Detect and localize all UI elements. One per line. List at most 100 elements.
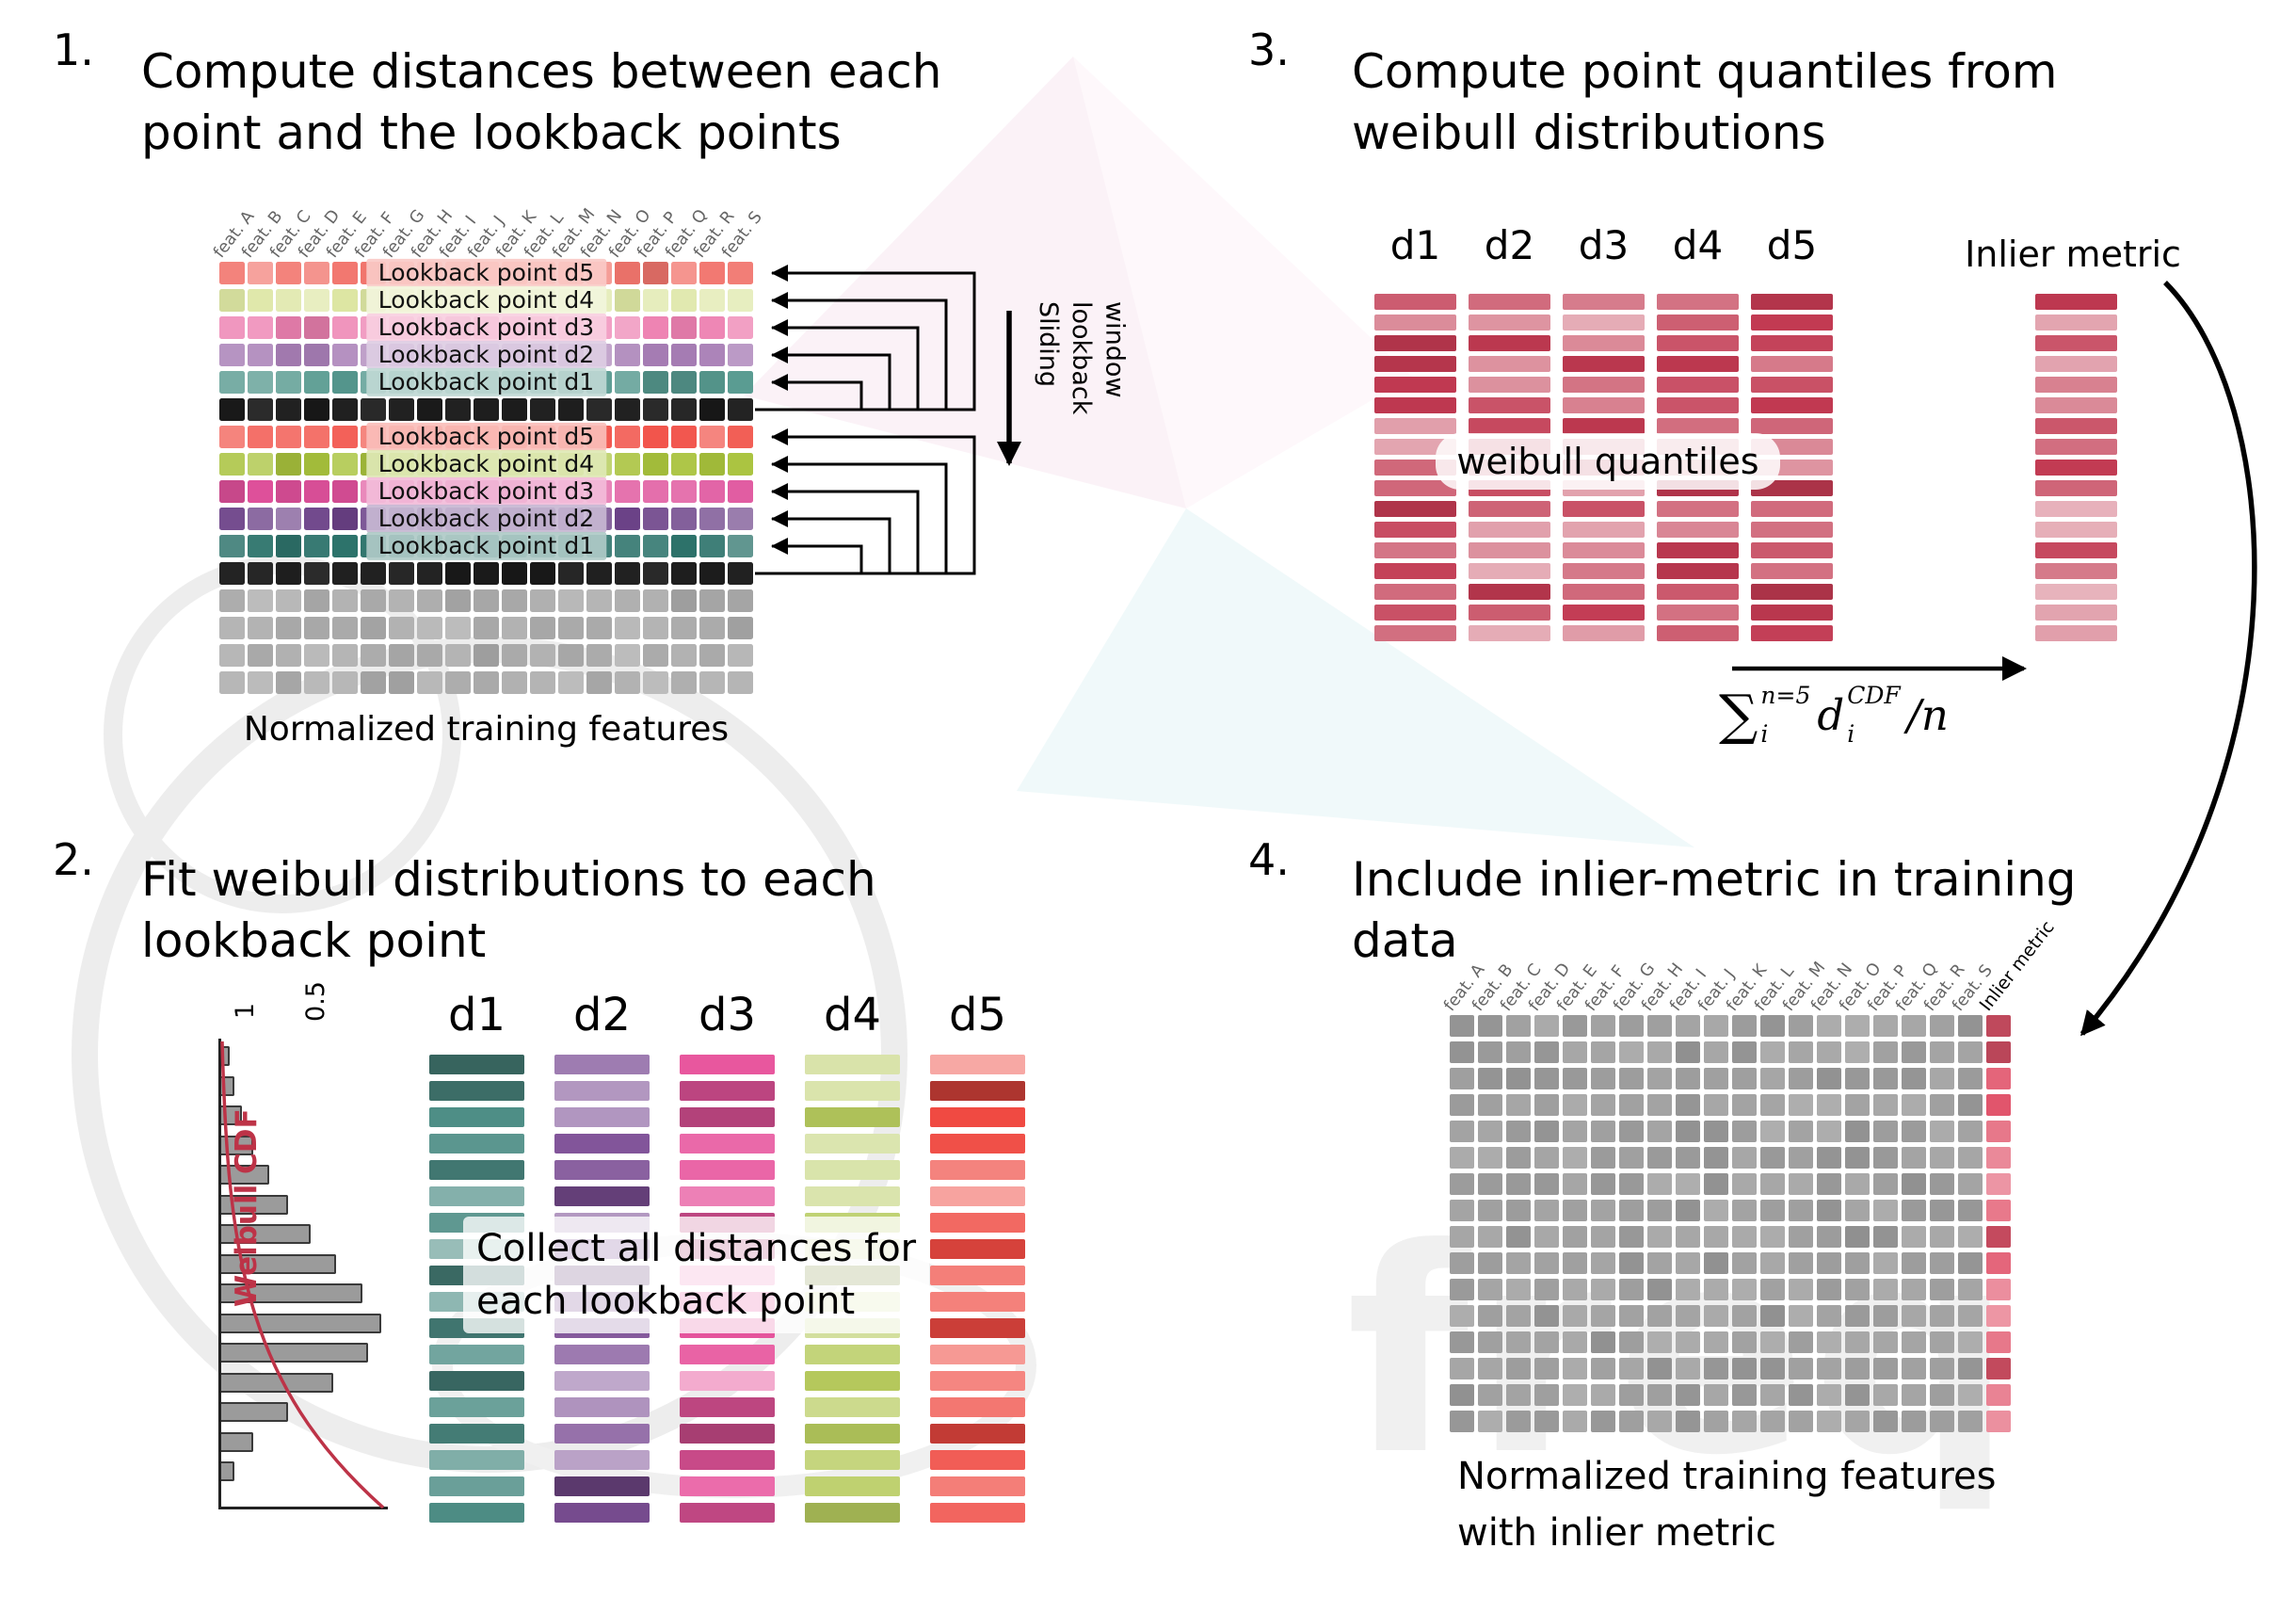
feature-cell [671,316,697,339]
feature-cell [671,535,697,557]
distance-bar [930,1397,1025,1417]
distance-bar [680,1160,775,1180]
training-cell [1760,1068,1785,1089]
feature-cell [728,344,753,366]
training-cell [1732,1200,1757,1221]
training-cell [1817,1173,1841,1195]
training-cell [1619,1384,1644,1406]
feature-cell [219,644,245,667]
feature-row: Lookback point d3 [219,476,753,507]
distance-bar [554,1160,650,1180]
training-cell [1704,1331,1728,1353]
quantile-bar [1657,542,1739,558]
feature-cell [276,480,301,503]
training-cell [1704,1411,1728,1432]
distance-bar [429,1476,524,1496]
feature-cell [728,371,753,394]
feature-cell [361,617,386,639]
distance-bar [680,1055,775,1074]
training-cell [1676,1041,1700,1063]
feature-cell [219,289,245,312]
training-cell [1930,1252,1954,1274]
inlier-cell [1986,1331,2011,1353]
training-cell [1817,1041,1841,1063]
training-cell [1704,1252,1728,1274]
inlier-cell [1986,1384,2011,1406]
training-cell [1591,1358,1615,1379]
training-cell [1789,1411,1813,1432]
training-cell [1676,1411,1700,1432]
training-cell [1958,1411,1983,1432]
feature-cell [615,371,640,394]
quantile-bar [1374,480,1456,496]
training-cell [1591,1173,1615,1195]
panel4-training-grid [1450,1015,2011,1437]
quantile-bar [1657,397,1739,413]
training-cell [1563,1252,1587,1274]
feature-cell [530,398,555,421]
quantile-bar [1469,522,1550,538]
axis-tick-05: 0.5 [300,981,330,1022]
training-cell [1619,1252,1644,1274]
feature-cell [332,562,358,585]
quantile-bar [1374,522,1456,538]
quantile-bar [1563,605,1645,621]
training-cell [1676,1173,1700,1195]
feature-cell [586,562,612,585]
training-cell [1732,1015,1757,1037]
quantile-bar [1563,294,1645,310]
quantile-bar [1657,563,1739,579]
feature-cell [248,562,273,585]
sum-symbol: ∑ [1719,683,1758,747]
quantile-bar [1374,584,1456,600]
feature-cell [615,480,640,503]
feature-cell [276,344,301,366]
training-row [1450,1068,2011,1089]
quantile-bar [1563,356,1645,372]
quantile-bar [1374,439,1456,455]
feature-cell [728,617,753,639]
quantile-bar [1469,542,1550,558]
feature-cell [699,262,725,284]
training-cell [1450,1358,1474,1379]
training-cell [1704,1358,1728,1379]
feature-cell [643,426,668,448]
training-cell [1732,1121,1757,1142]
feature-cell [586,671,612,694]
histogram-bar [221,1075,234,1096]
inlier-bar [2035,460,2117,476]
feature-cell [728,644,753,667]
training-cell [1760,1094,1785,1116]
training-cell [1506,1041,1531,1063]
training-cell [1619,1279,1644,1300]
quantile-bar [1563,542,1645,558]
quantile-bar [1751,542,1833,558]
training-cell [1591,1015,1615,1037]
feature-cell [530,617,555,639]
distance-bar [805,1186,900,1206]
feature-cell [615,316,640,339]
quantile-bar [1469,356,1550,372]
training-cell [1873,1226,1898,1248]
feature-row [219,589,753,612]
inlier-cell [1986,1358,2011,1379]
distance-bar [930,1186,1025,1206]
quantile-bar [1563,418,1645,434]
training-cell [1506,1252,1531,1274]
feature-cell [248,535,273,557]
feature-cell [219,562,245,585]
distance-bar [554,1345,650,1364]
feature-cell [219,262,245,284]
inlier-bar [2035,625,2117,641]
feature-cell [728,398,753,421]
training-cell [1789,1384,1813,1406]
feature-cell [304,453,329,476]
inlier-bar [2035,584,2117,600]
feature-cell [643,535,668,557]
training-cell [1930,1015,1954,1037]
quantile-bar [1563,625,1645,641]
feature-cell [615,426,640,448]
training-cell [1958,1252,1983,1274]
training-cell [1958,1041,1983,1063]
quantile-bar [1469,335,1550,351]
